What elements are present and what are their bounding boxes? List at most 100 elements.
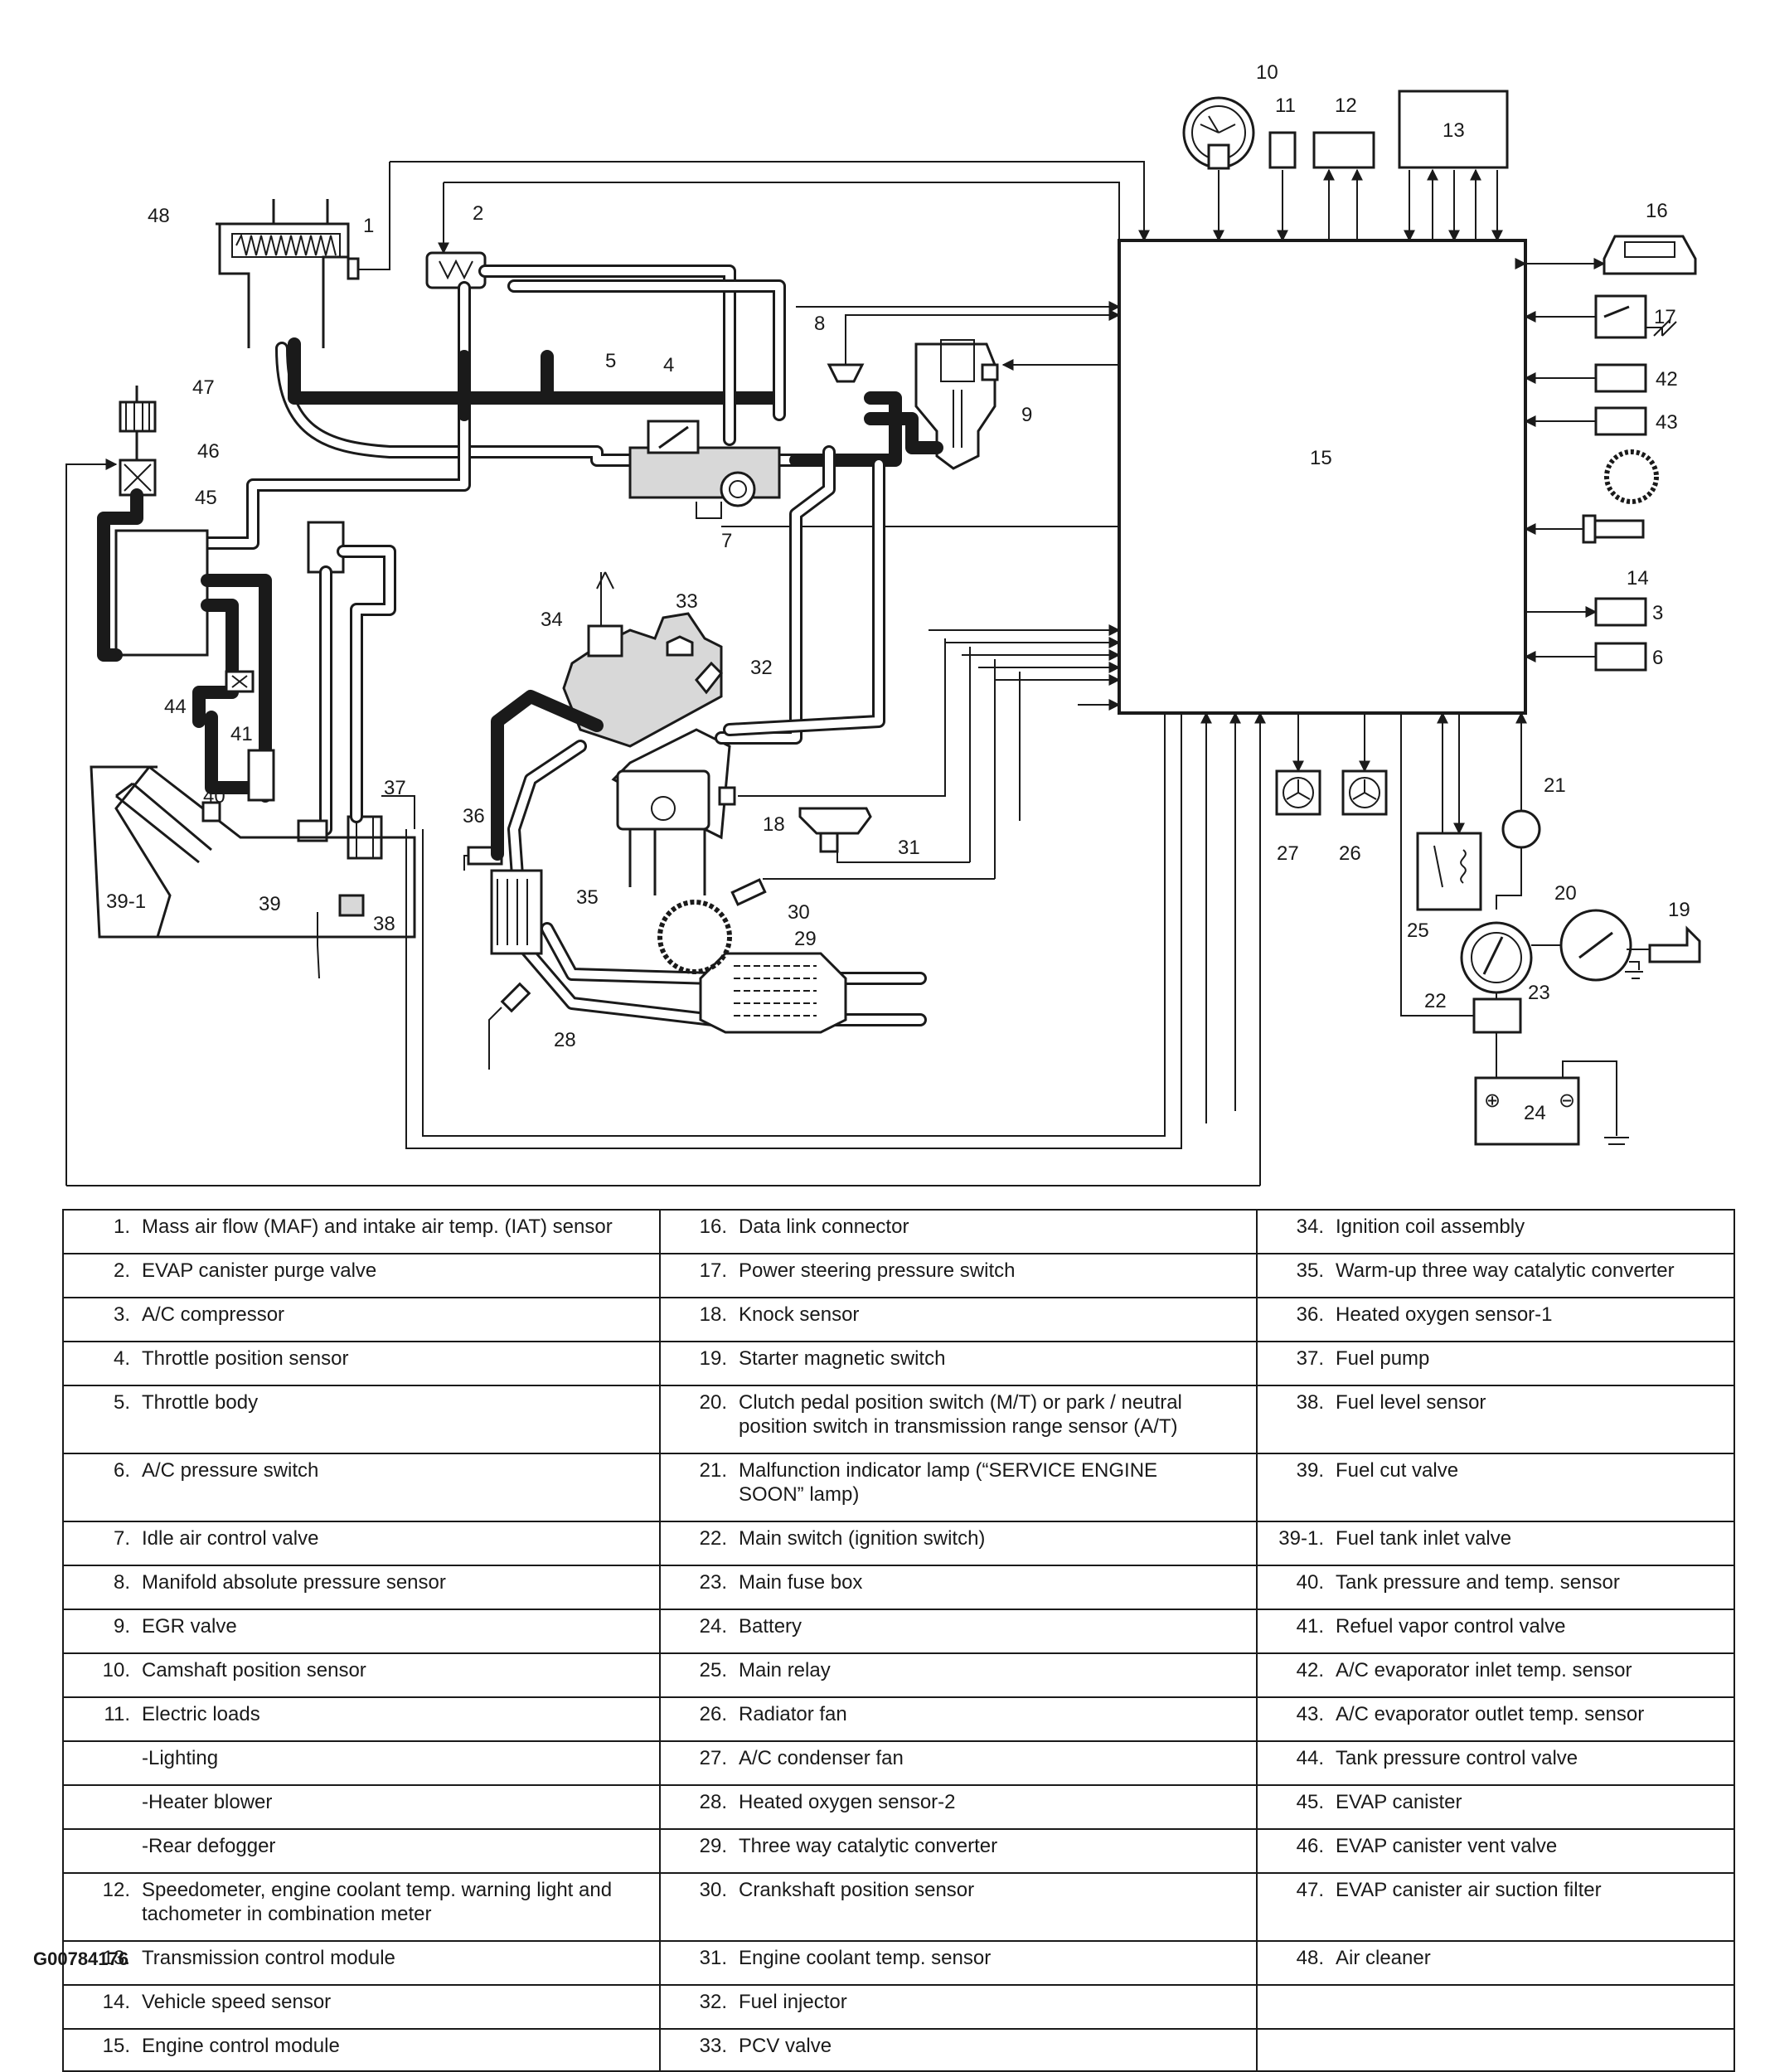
legend-item: 29.Three way catalytic converter (661, 1830, 1256, 1874)
legend-item: 23.Main fuse box (661, 1566, 1256, 1610)
data-link-connector-icon (1603, 235, 1697, 275)
air-cleaner-icon (216, 199, 350, 348)
legend-item: 12.Speedometer, engine coolant temp. war… (64, 1874, 659, 1942)
callout-9: 9 (1021, 404, 1032, 426)
legend-item: 14.Vehicle speed sensor (64, 1986, 659, 2030)
legend-item-number: 46. (1296, 1835, 1324, 1857)
legend-item-label: Camshaft position sensor (142, 1659, 366, 1681)
callout-11: 11 (1275, 95, 1296, 117)
legend-item-number: 17. (699, 1259, 727, 1282)
legend-item-label (1336, 1990, 1733, 2024)
ignition-coil-icon (587, 624, 623, 658)
legend-item: 4.Throttle position sensor (64, 1342, 659, 1386)
legend-item-number: 21. (699, 1459, 727, 1482)
callout-17: 17 (1654, 306, 1676, 328)
legend-item-label: A/C pressure switch (142, 1459, 319, 1482)
legend-item-label: Clutch pedal position switch (M/T) or pa… (739, 1391, 1182, 1438)
legend-item-number: 18. (699, 1303, 727, 1326)
legend-item: 10.Camshaft position sensor (64, 1654, 659, 1698)
legend-item-number: 16. (699, 1216, 727, 1238)
callout-47: 47 (192, 376, 215, 399)
legend-item-label: Refuel vapor control valve (1336, 1615, 1566, 1638)
legend-item: 41.Refuel vapor control valve (1258, 1610, 1733, 1654)
legend-item-label: A/C evaporator outlet temp. sensor (1336, 1703, 1645, 1725)
main-fuse-box (1472, 997, 1522, 1034)
legend-item: 36. Heated oxygen sensor-1 (1258, 1298, 1733, 1342)
legend-item: 11.Electric loads (64, 1698, 659, 1742)
legend-item-number: 26. (699, 1703, 727, 1725)
callout-37: 37 (384, 777, 406, 799)
legend-item-label: EVAP canister (1336, 1791, 1462, 1813)
callout-29: 29 (794, 928, 817, 950)
legend-item: -Lighting (64, 1742, 659, 1786)
legend-item-label: Manifold absolute pressure sensor (142, 1571, 446, 1594)
legend-item-label: Crankshaft position sensor (739, 1879, 975, 1901)
legend-item-label: -Heater blower (142, 1791, 273, 1813)
callout-23: 23 (1528, 982, 1550, 1004)
map-sensor-icon (827, 363, 865, 383)
legend-item: 39-1.Fuel tank inlet valve (1258, 1522, 1733, 1566)
heated-oxygen-sensor-2-icon (500, 982, 531, 1013)
engine-control-system-diagram: 1 2 3 4 5 6 7 8 9 10 11 12 13 14 15 16 1… (65, 61, 1701, 1186)
radiator-fan-icon (1341, 769, 1388, 816)
callout-19: 19 (1668, 899, 1690, 921)
legend-item-number: 5. (113, 1391, 130, 1414)
figure-code: G00784176 (33, 1948, 128, 1969)
legend-item-number (64, 1834, 142, 1868)
callout-40: 40 (203, 785, 225, 808)
legend-item: 28.Heated oxygen sensor-2 (661, 1786, 1256, 1830)
legend-item-number: 35. (1296, 1259, 1324, 1282)
legend-item-label: -Lighting (142, 1747, 219, 1769)
callout-3: 3 (1652, 602, 1663, 624)
ac-compressor-box (1594, 597, 1647, 627)
legend-item-label: Heated oxygen sensor-2 (739, 1791, 956, 1813)
engine-block-icon (562, 612, 731, 895)
callout-18: 18 (763, 813, 785, 836)
legend-item: 24.Battery (661, 1610, 1256, 1654)
callout-38: 38 (373, 913, 395, 935)
callout-4: 4 (663, 354, 674, 376)
legend-item: 22.Main switch (ignition switch) (661, 1522, 1256, 1566)
callout-34: 34 (541, 609, 563, 631)
callout-22: 22 (1424, 990, 1447, 1012)
fuel-pump-module-icon (297, 521, 383, 917)
ignition-switch-icon (1460, 921, 1533, 994)
fuel-injector-icon (695, 661, 723, 695)
legend-item-label: Engine coolant temp. sensor (739, 1947, 992, 1969)
legend-item-number: 39. (1296, 1459, 1324, 1482)
legend-item: 48.Air cleaner (1258, 1942, 1733, 1986)
legend-item-label: Heated oxygen sensor-1 (1336, 1303, 1553, 1326)
legend-item-number: 36. (1296, 1303, 1324, 1326)
legend-item-label: Tank pressure and temp. sensor (1336, 1571, 1620, 1594)
callout-5: 5 (605, 350, 616, 372)
legend-item-number: 27. (699, 1747, 727, 1769)
egr-valve-icon (914, 339, 999, 470)
callout-16: 16 (1646, 200, 1668, 222)
legend-item: 20.Clutch pedal position switch (M/T) or… (661, 1386, 1256, 1454)
legend-item-number (64, 1746, 142, 1780)
legend-item-label: EVAP canister purge valve (142, 1259, 377, 1282)
callout-45: 45 (195, 487, 217, 509)
legend-item-number: 34. (1296, 1216, 1324, 1238)
legend-item-number: 3. (113, 1303, 130, 1326)
legend-item-number: 23. (699, 1571, 727, 1594)
legend-item-label: -Rear defogger (142, 1835, 276, 1857)
callout-44: 44 (164, 696, 187, 718)
ac-pressure-switch-box (1594, 642, 1647, 672)
legend-item-label: Fuel cut valve (1336, 1459, 1459, 1482)
callout-48: 48 (148, 205, 170, 227)
callout-43: 43 (1656, 411, 1678, 434)
legend-item: 40.Tank pressure and temp. sensor (1258, 1566, 1733, 1610)
legend-item-label: Electric loads (142, 1703, 260, 1725)
legend-item-number: 43. (1296, 1703, 1324, 1725)
refuel-vapor-control-valve-icon (247, 749, 275, 802)
legend-item-label (1336, 2034, 1733, 2066)
legend-item-label: Main switch (ignition switch) (739, 1527, 986, 1550)
legend-item: 21.Malfunction indicator lamp (“SERVICE … (661, 1454, 1256, 1522)
legend-item: 26.Radiator fan (661, 1698, 1256, 1742)
legend-item-label: Warm-up three way catalytic converter (1336, 1259, 1675, 1282)
legend-item-number (1258, 2034, 1336, 2066)
legend-item-number: 6. (113, 1459, 130, 1482)
crankshaft-position-sensor-icon (730, 878, 767, 906)
legend-item: 9.EGR valve (64, 1610, 659, 1654)
